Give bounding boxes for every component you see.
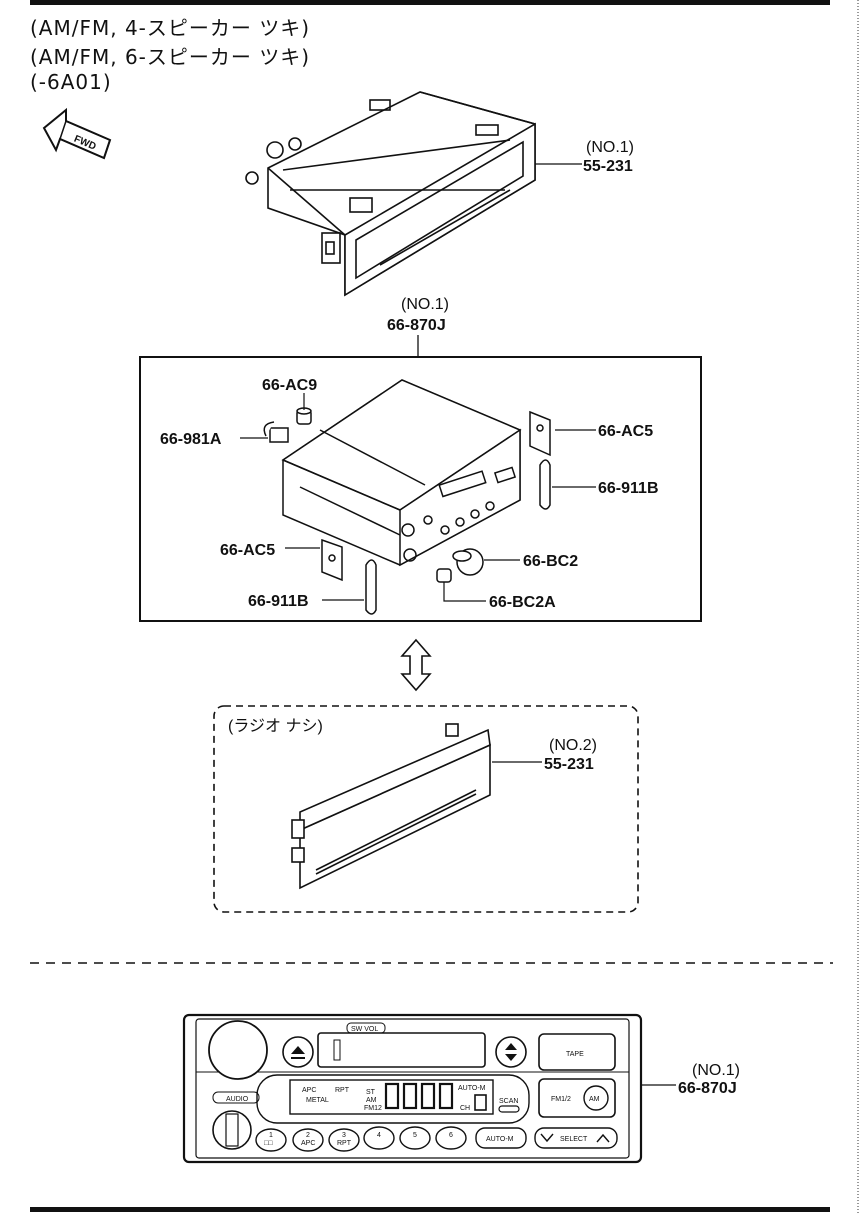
bracket-no2-code: 55-231 (544, 756, 594, 773)
bracket-ac5-right-icon (529, 410, 551, 457)
knob-911b-left-icon (365, 559, 377, 615)
chevron-down-icon (540, 1133, 554, 1143)
bottom-rule (30, 1207, 830, 1212)
knob-bc2-icon (452, 548, 484, 576)
connector-981a-icon (263, 421, 289, 443)
preset-button-6[interactable]: 6 (435, 1126, 467, 1150)
preset-button-1[interactable]: 1 □□ (255, 1128, 287, 1152)
scan-button[interactable] (498, 1105, 520, 1113)
preset-5-num: 5 (413, 1132, 417, 1139)
no-radio-label: (ラジオ ナシ) (228, 718, 323, 735)
display-am: AM (366, 1097, 377, 1104)
preset-button-5[interactable]: 5 (399, 1126, 431, 1150)
interchange-arrow-icon (400, 638, 432, 692)
radio-no1-qualifier: (NO.1) (401, 296, 449, 313)
tape-button[interactable] (538, 1033, 616, 1071)
display-ch: CH (460, 1105, 470, 1112)
sw-vol-label: SW VOL (351, 1026, 378, 1033)
part-ac5-right: 66-AC5 (598, 423, 653, 440)
bracket-no1-qualifier: (NO.1) (586, 139, 634, 156)
preset-2-num: 2 (306, 1132, 310, 1139)
display-metal: METAL (306, 1097, 329, 1104)
display-rpt: RPT (335, 1087, 350, 1094)
down-arrow-icon (505, 1054, 517, 1061)
up-arrow-icon (505, 1043, 517, 1050)
preset-button-2[interactable]: 2 APC (292, 1128, 324, 1152)
part-911b-right: 66-911B (598, 480, 659, 497)
faceplate-code: 66-870J (678, 1080, 737, 1097)
radio-no1-code: 66-870J (387, 317, 446, 334)
am-button[interactable] (583, 1085, 609, 1111)
display-apc: APC (302, 1087, 316, 1094)
cassette-slot (317, 1032, 486, 1068)
chevron-up-icon (596, 1133, 610, 1143)
preset-4-num: 4 (377, 1132, 381, 1139)
part-bc2a: 66-BC2A (489, 594, 556, 611)
knob-bc2a-icon (436, 568, 452, 583)
faceplate-qualifier: (NO.1) (692, 1062, 740, 1079)
preset-button-3[interactable]: 3 RPT (328, 1128, 360, 1152)
bracket-no1-code: 55-231 (583, 158, 633, 175)
display-digits (384, 1082, 454, 1110)
display-auto-m: AUTO-M (458, 1085, 486, 1092)
auto-m-label: AUTO-M (486, 1136, 514, 1143)
fwd-arrow-icon: FWD (42, 107, 112, 160)
part-911b-left: 66-911B (248, 593, 309, 610)
preset-6-num: 6 (449, 1132, 453, 1139)
display-st: ST (366, 1089, 376, 1096)
tape-label: TAPE (566, 1051, 584, 1058)
radio-assembly-frame (139, 356, 702, 622)
bracket-no2-drawing (291, 723, 491, 890)
preset-buttons: 1 □□ 2 APC 3 RPT 4 5 (255, 1126, 467, 1152)
auto-m-button[interactable] (475, 1127, 527, 1149)
preset-1-label: □□ (264, 1140, 273, 1147)
eject-icon (291, 1046, 305, 1054)
am-label: AM (589, 1096, 600, 1103)
knob-911b-right-icon (539, 459, 551, 510)
fm12-label[interactable]: FM1/2 (551, 1096, 571, 1103)
display-m12: FM12 (364, 1105, 382, 1112)
eject-button[interactable] (282, 1036, 314, 1068)
bracket-no2-qualifier: (NO.2) (549, 737, 597, 754)
audio-knob[interactable] (212, 1110, 252, 1150)
ffrew-button[interactable] (495, 1036, 527, 1068)
leader-bc2a (443, 582, 486, 602)
preset-2-label: APC (301, 1140, 315, 1147)
no-radio-frame (213, 705, 639, 913)
preset-1-num: 1 (269, 1132, 273, 1139)
top-rule (30, 0, 830, 5)
preset-3-label: RPT (337, 1140, 352, 1147)
preset-button-4[interactable]: 4 (363, 1126, 395, 1150)
select-button[interactable] (534, 1127, 618, 1149)
preset-3-num: 3 (342, 1132, 346, 1139)
bracket-no1-drawing (245, 91, 536, 297)
faceplate: SW VOL AUDIO TAPE APC RPT METAL ST (182, 1013, 643, 1164)
part-bc2: 66-BC2 (523, 553, 578, 570)
part-ac9: 66-AC9 (262, 377, 317, 394)
radio-unit-drawing (281, 379, 522, 567)
ac9-knob-icon (296, 407, 312, 425)
part-ac5-left: 66-AC5 (220, 542, 275, 559)
audio-label: AUDIO (226, 1096, 249, 1103)
header-line-2: (AM/FM, 6-スピーカー ツキ) (30, 45, 311, 69)
scan-label: SCAN (499, 1098, 518, 1105)
header-line-3: (-6A01) (30, 70, 112, 94)
select-label: SELECT (560, 1136, 588, 1143)
volume-knob[interactable] (208, 1020, 268, 1080)
part-981a: 66-981A (160, 431, 222, 448)
bracket-ac5-left-icon (321, 538, 343, 582)
header-line-1: (AM/FM, 4-スピーカー ツキ) (30, 16, 311, 40)
